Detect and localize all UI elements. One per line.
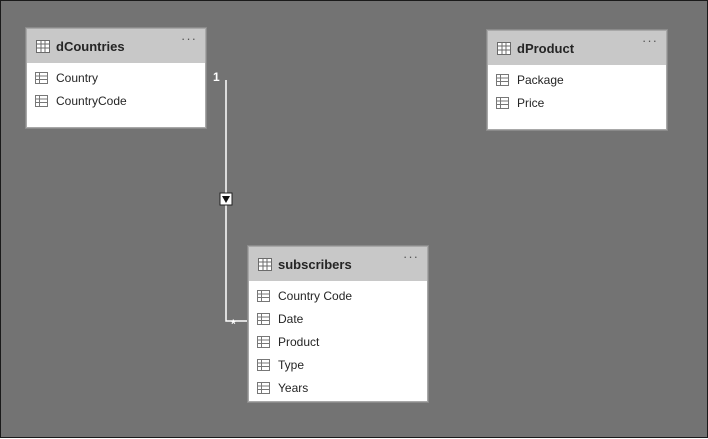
table-grid-icon	[258, 257, 272, 271]
filter-arrow-down-icon	[219, 192, 233, 206]
field-list: Country CountryCode	[27, 63, 205, 112]
field-list: Package Price	[488, 65, 666, 114]
table-title: dProduct	[517, 40, 575, 56]
field-row-package[interactable]: Package	[488, 68, 666, 91]
field-label: Date	[278, 311, 304, 326]
field-label: Years	[278, 380, 309, 395]
field-label: Package	[517, 72, 564, 87]
table-title: dCountries	[56, 38, 125, 54]
column-icon	[257, 335, 270, 348]
field-label: Price	[517, 95, 545, 110]
table-grid-icon	[497, 41, 511, 55]
field-row-date[interactable]: Date	[249, 307, 427, 330]
table-card-subscribers[interactable]: subscribers ··· Country Code Date Produc…	[248, 246, 428, 402]
field-label: CountryCode	[56, 93, 127, 108]
field-row-price[interactable]: Price	[488, 91, 666, 114]
field-row-countrycode[interactable]: CountryCode	[27, 89, 205, 112]
field-row-country-code[interactable]: Country Code	[249, 284, 427, 307]
field-row-type[interactable]: Type	[249, 353, 427, 376]
table-card-dproduct[interactable]: dProduct ··· Package Price	[487, 30, 667, 130]
ellipsis-icon[interactable]: ···	[642, 33, 658, 48]
column-icon	[257, 381, 270, 394]
ellipsis-icon[interactable]: ···	[181, 31, 197, 46]
column-icon	[257, 312, 270, 325]
column-icon	[496, 96, 509, 109]
field-row-product[interactable]: Product	[249, 330, 427, 353]
column-icon	[35, 71, 48, 84]
field-row-country[interactable]: Country	[27, 66, 205, 89]
table-grid-icon	[36, 39, 50, 53]
table-card-dcountries[interactable]: dCountries ··· Country CountryCode	[26, 28, 206, 128]
cardinality-many-label: *	[231, 317, 236, 331]
column-icon	[257, 289, 270, 302]
ellipsis-icon[interactable]: ···	[403, 249, 419, 264]
field-row-years[interactable]: Years	[249, 376, 427, 399]
column-icon	[496, 73, 509, 86]
table-header[interactable]: subscribers ···	[249, 247, 427, 281]
column-icon	[35, 94, 48, 107]
field-label: Type	[278, 357, 305, 372]
column-icon	[257, 358, 270, 371]
cardinality-one-label: 1	[213, 70, 220, 84]
table-header[interactable]: dProduct ···	[488, 31, 666, 65]
field-label: Product	[278, 334, 320, 349]
table-header[interactable]: dCountries ···	[27, 29, 205, 63]
table-title: subscribers	[278, 256, 352, 272]
field-label: Country	[56, 70, 99, 85]
field-label: Country Code	[278, 288, 353, 303]
field-list: Country Code Date Product Type Years	[249, 281, 427, 399]
